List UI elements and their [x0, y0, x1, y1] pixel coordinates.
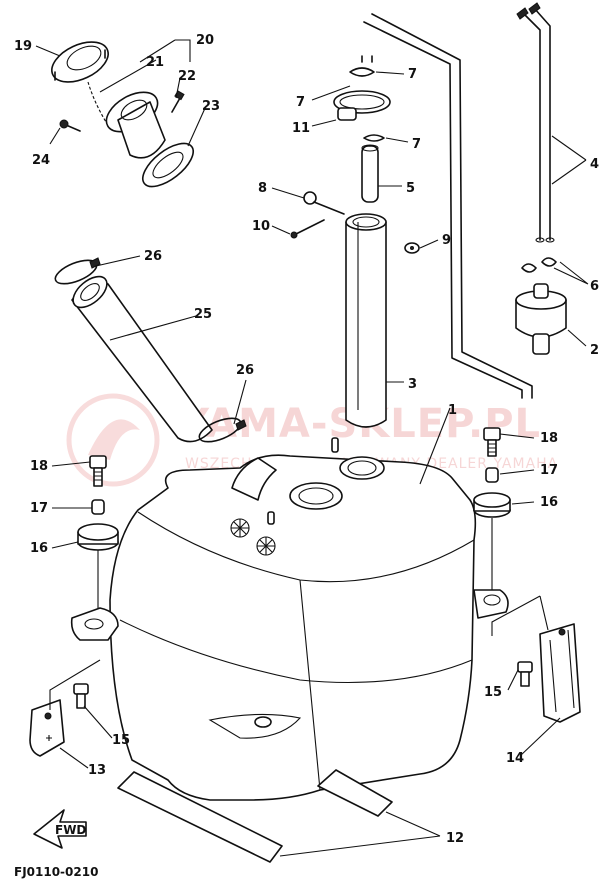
callout-22: 22 [178, 69, 196, 84]
callout-7-left: 7 [296, 95, 305, 110]
fwd-arrow: FWD [33, 809, 87, 849]
callout-17-left: 17 [30, 501, 48, 516]
callout-3: 3 [408, 377, 417, 392]
callout-8: 8 [258, 181, 267, 196]
callout-19: 19 [14, 39, 32, 54]
callout-15-right: 15 [484, 685, 502, 700]
callout-10: 10 [252, 219, 270, 234]
fuel-tank [70, 437, 509, 801]
callout-7-top: 7 [408, 67, 417, 82]
callout-18-right: 18 [540, 431, 558, 446]
leader-lines [35, 45, 589, 857]
callout-14: 14 [506, 751, 524, 766]
callout-18-left: 18 [30, 459, 48, 474]
vent-tube-assembly [290, 55, 420, 428]
breather-hoses [363, 2, 567, 399]
callout-7-bottom: 7 [412, 137, 421, 152]
callout-2: 2 [590, 343, 599, 358]
fuel-cap-assembly [51, 39, 194, 188]
callout-21: 21 [146, 55, 164, 70]
callout-9: 9 [442, 233, 451, 248]
callout-24: 24 [32, 153, 50, 168]
callout-12: 12 [446, 831, 464, 846]
right-mounts [473, 427, 581, 723]
callout-labels: 19 20 21 22 23 24 26 25 26 7 7 11 7 5 8 … [14, 33, 599, 846]
rubber-strips [117, 769, 393, 863]
callout-1: 1 [448, 403, 457, 418]
callout-26-bottom: 26 [236, 363, 254, 378]
fwd-label: FWD [55, 823, 86, 837]
callout-4: 4 [590, 157, 599, 172]
callout-26-top: 26 [144, 249, 162, 264]
diagram-code: FJ0110-0210 [14, 865, 98, 879]
left-mounts [29, 455, 119, 757]
callout-16-right: 16 [540, 495, 558, 510]
callout-20: 20 [196, 33, 214, 48]
callout-16-left: 16 [30, 541, 48, 556]
callout-6: 6 [590, 279, 599, 294]
callout-11: 11 [292, 121, 310, 136]
callout-17-right: 17 [540, 463, 558, 478]
callout-23: 23 [202, 99, 220, 114]
filler-hose [54, 257, 247, 443]
callout-13: 13 [88, 763, 106, 778]
callout-5: 5 [406, 181, 415, 196]
callout-15-left: 15 [112, 733, 130, 748]
callout-25: 25 [194, 307, 212, 322]
